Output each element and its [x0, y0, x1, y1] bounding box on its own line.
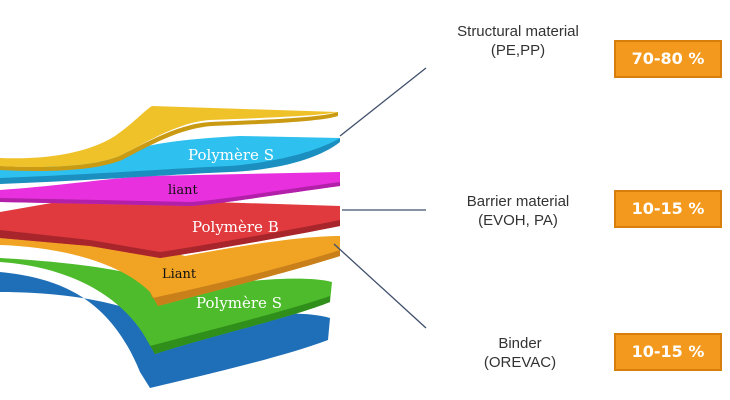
leader-line-structural	[339, 67, 427, 137]
category-name: Barrier material	[466, 193, 570, 210]
layer-cyan	[0, 136, 340, 182]
layer-label-orange: Liant	[162, 267, 197, 282]
category-sub: (PE,PP)	[490, 42, 546, 59]
layer-yellow-edge	[0, 112, 338, 171]
layer-green	[0, 258, 332, 354]
layer-label-green: Polymère S	[196, 294, 282, 312]
layer-green-edge	[148, 296, 330, 354]
category-name: Binder	[498, 335, 542, 352]
layer-label-red: Polymère B	[192, 218, 279, 236]
layer-red-edge	[0, 220, 340, 258]
layer-yellow-sheet	[0, 106, 338, 167]
layer-orange-edge	[150, 250, 340, 306]
category-sub: (OREVAC)	[483, 354, 557, 371]
layer-label-cyan: Polymère S	[188, 146, 274, 164]
category-sub: (EVOH, PA)	[478, 212, 558, 229]
percent-badge-binder: 10-15 %	[614, 333, 722, 371]
leader-line-binder	[333, 243, 427, 329]
percent-badge-structural: 70-80 %	[614, 40, 722, 78]
layer-magenta-edge	[0, 182, 340, 206]
category-name: Structural material	[457, 23, 579, 40]
layer-cyan-edge	[0, 138, 340, 184]
category-binder: Binder (OREVAC)	[430, 334, 610, 372]
category-structural: Structural material (PE,PP)	[428, 22, 608, 60]
layer-orange	[0, 236, 340, 306]
layer-label-magenta: liant	[168, 183, 198, 198]
percent-badge-barrier: 10-15 %	[614, 190, 722, 228]
category-barrier: Barrier material (EVOH, PA)	[428, 192, 608, 230]
